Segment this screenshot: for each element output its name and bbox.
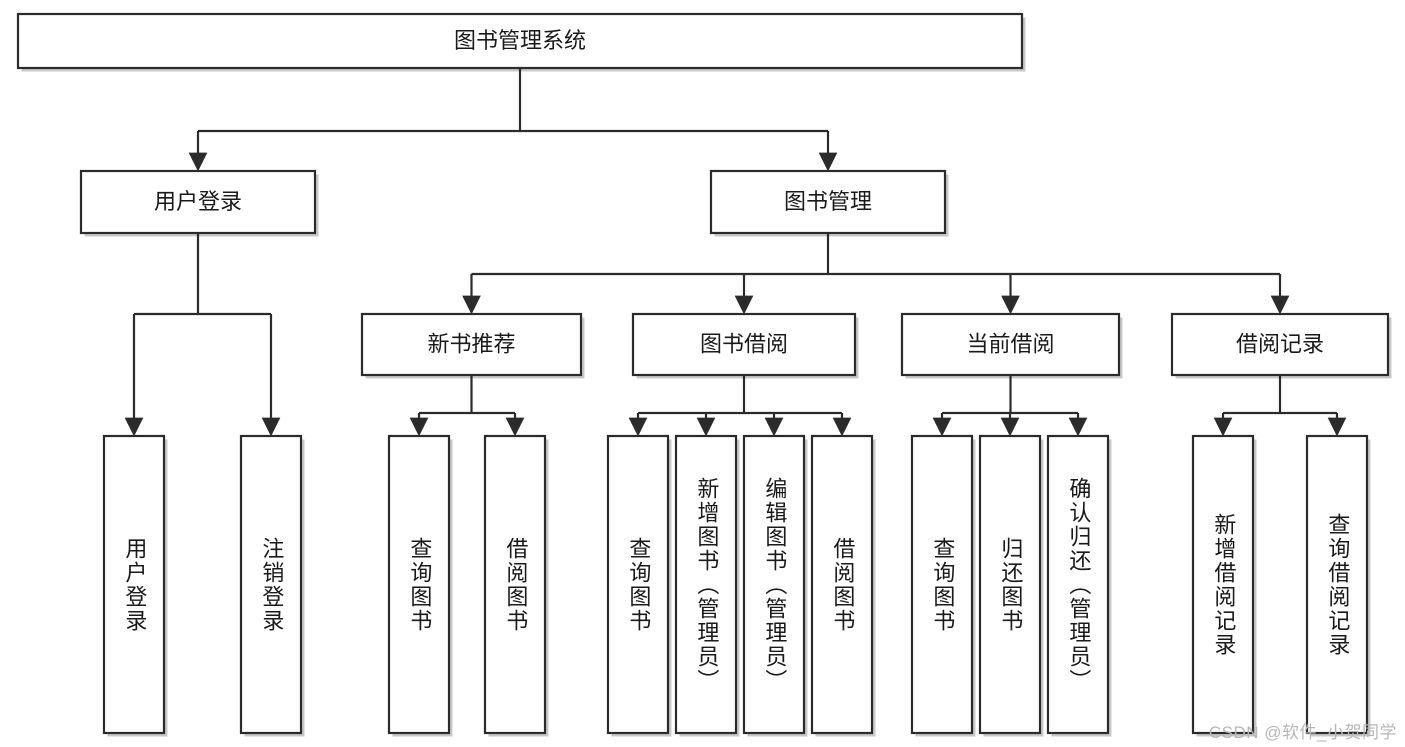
node-root-label: 图书管理系统: [454, 28, 586, 53]
node-leaf-borrow-book-1[interactable]: [483, 434, 547, 735]
node-leaf-query-book-1[interactable]: [387, 434, 451, 735]
node-leaf-edit-book[interactable]: [742, 434, 806, 735]
node-leaf-user-logout[interactable]: [239, 434, 303, 735]
node-leaf-user-login[interactable]: [102, 434, 166, 735]
node-root[interactable]: [16, 12, 1024, 70]
node-current-borrow[interactable]: [900, 312, 1121, 377]
node-leaf-borrow-book-2[interactable]: [810, 434, 874, 735]
node-leaf-query-book-2[interactable]: [606, 434, 670, 735]
node-leaf-add-record[interactable]: [1191, 434, 1255, 735]
node-leaf-return-book[interactable]: [978, 434, 1042, 735]
watermark-text: CSDN @软件_小贺同学: [1208, 723, 1397, 742]
node-leaf-query-book-3[interactable]: [910, 434, 974, 735]
node-borrow-record-label: 借阅记录: [1236, 331, 1324, 356]
node-user-login[interactable]: [79, 169, 317, 235]
node-leaf-confirm-return[interactable]: [1046, 434, 1110, 735]
node-user-login-label: 用户登录: [154, 189, 242, 214]
node-new-book-recommend-label: 新书推荐: [427, 331, 515, 356]
node-current-borrow-label: 当前借阅: [966, 331, 1054, 356]
node-book-borrow-label: 图书借阅: [700, 331, 788, 356]
node-book-manage-label: 图书管理: [784, 189, 872, 214]
node-leaf-query-record[interactable]: [1305, 434, 1369, 735]
node-borrow-record[interactable]: [1170, 312, 1390, 377]
node-leaf-add-book[interactable]: [674, 434, 738, 735]
